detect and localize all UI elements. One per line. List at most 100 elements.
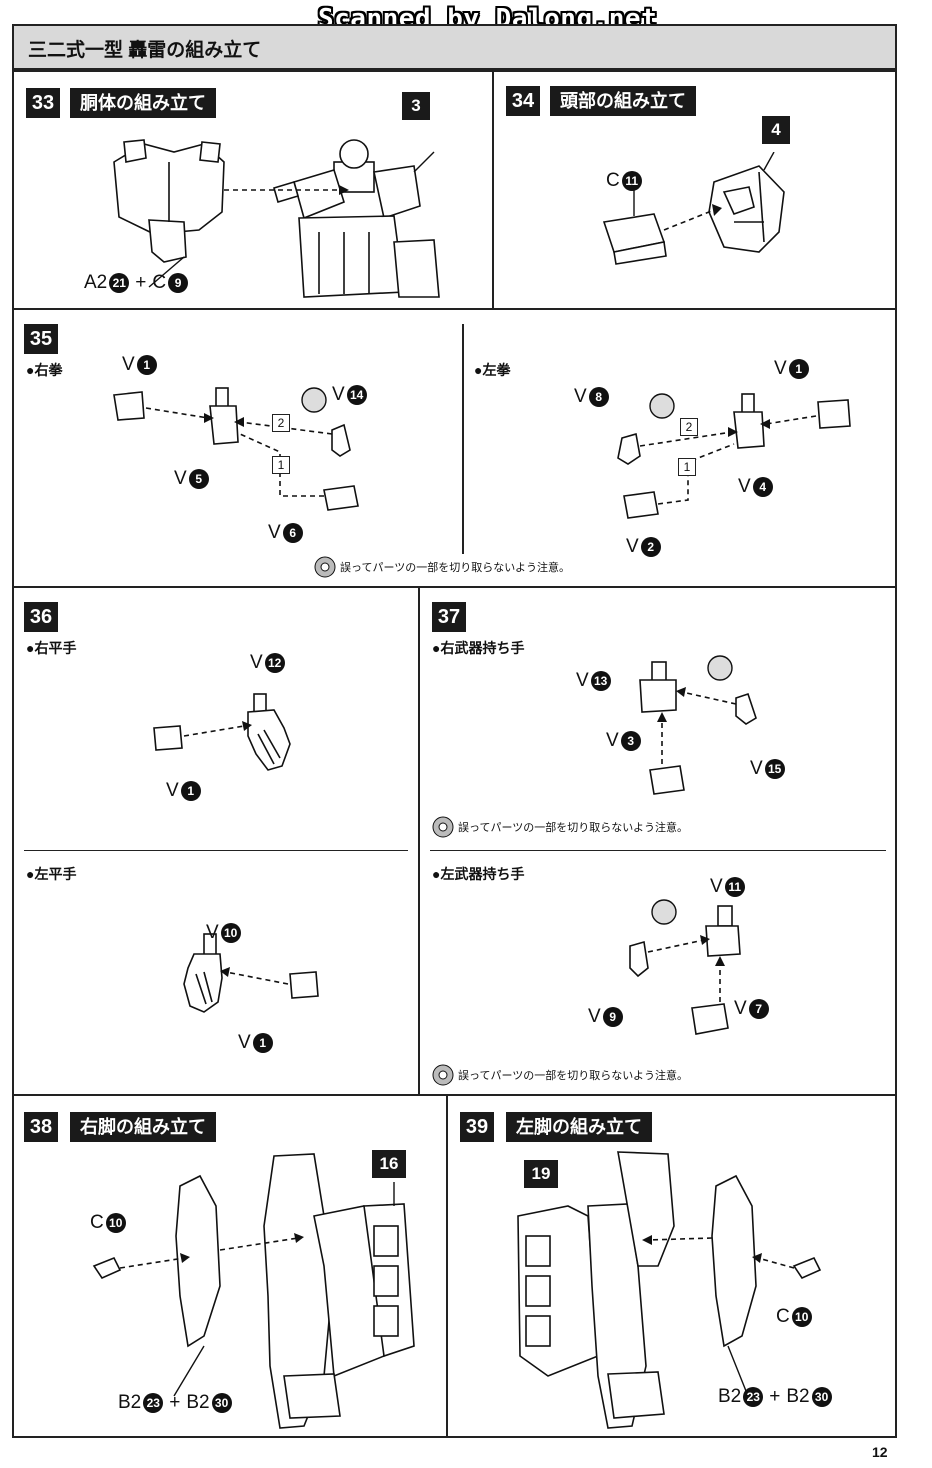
ref-runner-c: C — [776, 1306, 790, 1327]
step-37-caution-left: 誤ってパーツの一部を切り取らないよう注意。 — [432, 1064, 688, 1086]
lf-v2-ref: V 2 — [626, 536, 661, 558]
runner-v: V — [206, 922, 219, 943]
head-assembly-illustration — [602, 152, 785, 265]
part-v14: 14 — [346, 385, 367, 405]
lf-v1-ref: V 1 — [774, 358, 809, 380]
left-fist-illustration — [617, 393, 851, 519]
left-fist-seq-2: 2 — [680, 418, 698, 436]
right-fist-label: ●右拳 — [26, 362, 63, 378]
ref-part-30: 30 — [211, 1393, 232, 1413]
right-fist-illustration — [113, 387, 359, 511]
ref-runner-b2: B2 — [718, 1386, 742, 1407]
header-bar: 三二式一型 轟雷の組み立て — [12, 24, 897, 70]
right-weapon-hand-illustration — [639, 655, 757, 795]
ref-runner-b2: B2 — [186, 1392, 210, 1413]
ref-runner-b2: B2 — [786, 1386, 810, 1407]
step-34-title: 頭部の組み立て — [550, 86, 696, 116]
step-35-panel: 35 ●右拳 ●左拳 2 1 V 1 V 14 V 5 V 6 — [12, 308, 897, 588]
step-34-part-tag: 4 — [762, 116, 790, 144]
part-v1: 1 — [788, 359, 809, 379]
step-38-c-ref: C 10 — [90, 1212, 126, 1234]
ref-runner-a2: A2 — [84, 272, 108, 293]
part-v11: 11 — [724, 877, 745, 897]
ref-part-23: 23 — [143, 1393, 164, 1413]
ref-runner-c: C — [90, 1212, 104, 1233]
step-35-number: 35 — [24, 324, 58, 354]
part-v1: 1 — [136, 355, 157, 375]
right-flat-hand-label: ●右平手 — [26, 640, 77, 656]
step-39-part-tag: 19 — [524, 1160, 558, 1188]
left-weapon-hand-illustration — [629, 899, 741, 1035]
runner-v: V — [774, 358, 787, 379]
plus-sign: + — [169, 1392, 181, 1413]
ref-part-10: 10 — [791, 1307, 812, 1327]
step-37-panel: 37 ●右武器持ち手 ●左武器持ち手 V 13 V 3 V 15 誤ってパーツの… — [418, 586, 897, 1096]
plus-sign: + — [769, 1386, 781, 1407]
runner-v: V — [576, 670, 589, 691]
step-33-panel: 33 胴体の組み立て 3 A2 21 + C 9 — [12, 70, 494, 310]
left-leg-illustration — [517, 1151, 822, 1429]
runner-v: V — [250, 652, 263, 673]
step-36-panel: 36 ●右平手 ●左平手 V 12 V 1 V 10 — [12, 586, 420, 1096]
part-v4: 4 — [752, 477, 773, 497]
step-34-panel: 34 頭部の組み立て 4 C 11 — [492, 70, 897, 310]
left-weapon-hand-label: ●左武器持ち手 — [432, 866, 525, 882]
ref-part-10: 10 — [105, 1213, 126, 1233]
runner-v: V — [332, 384, 345, 405]
lw-v11-ref: V 11 — [710, 876, 745, 898]
step-33-number: 33 — [26, 88, 60, 118]
step-38-part-tag: 16 — [372, 1150, 406, 1178]
step-33-parts-ref: A2 21 + C 9 — [84, 272, 189, 294]
lf-v8-ref: V 8 — [574, 386, 609, 408]
runner-v: V — [710, 876, 723, 897]
rh-v1-ref: V 1 — [166, 780, 201, 802]
step-38-panel: 38 右脚の組み立て 16 C 10 B2 23 + B2 30 — [12, 1094, 448, 1438]
ref-part-11: 11 — [621, 171, 642, 191]
runner-v: V — [574, 386, 587, 407]
rf-v6-ref: V 6 — [268, 522, 303, 544]
left-fist-seq-1: 1 — [678, 458, 696, 476]
rf-v5-ref: V 5 — [174, 468, 209, 490]
right-flat-hand-illustration — [153, 693, 291, 771]
caution-text: 誤ってパーツの一部を切り取らないよう注意。 — [340, 562, 571, 574]
step-36-number: 36 — [24, 602, 58, 632]
part-v1: 1 — [252, 1033, 273, 1053]
runner-v: V — [734, 998, 747, 1019]
runner-v: V — [174, 468, 187, 489]
ref-part-9: 9 — [168, 273, 189, 293]
ref-runner-c: C — [606, 170, 620, 191]
part-v6: 6 — [282, 523, 303, 543]
step-39-title: 左脚の組み立て — [506, 1112, 652, 1142]
lh-v10-ref: V 10 — [206, 922, 241, 944]
step-34-parts-ref: C 11 — [606, 170, 642, 192]
step-34-number: 34 — [506, 86, 540, 116]
runner-v: V — [166, 780, 179, 801]
caution-text: 誤ってパーツの一部を切り取らないよう注意。 — [458, 822, 689, 834]
caution-disc-icon — [314, 556, 336, 578]
ref-part-23: 23 — [743, 1387, 764, 1407]
right-weapon-hand-label: ●右武器持ち手 — [432, 640, 525, 656]
step-37-number: 37 — [432, 602, 466, 632]
step-33-title: 胴体の組み立て — [70, 88, 216, 118]
runner-v: V — [606, 730, 619, 751]
lw-v7-ref: V 7 — [734, 998, 769, 1020]
step-39-b-ref: B2 23 + B2 30 — [718, 1386, 832, 1408]
ref-runner-b2: B2 — [118, 1392, 142, 1413]
step-35-divider — [462, 324, 464, 554]
runner-v: V — [738, 476, 751, 497]
part-v1: 1 — [180, 781, 201, 801]
runner-v: V — [238, 1032, 251, 1053]
plus-sign: + — [135, 272, 147, 293]
runner-v: V — [268, 522, 281, 543]
torso-assembly-illustration — [113, 139, 440, 298]
part-v10: 10 — [220, 923, 241, 943]
part-v9: 9 — [602, 1007, 623, 1027]
part-v7: 7 — [748, 999, 769, 1019]
rf-v1-ref: V 1 — [122, 354, 157, 376]
part-v5: 5 — [188, 469, 209, 489]
part-v12: 12 — [264, 653, 285, 673]
left-fist-label: ●左拳 — [474, 362, 511, 378]
part-v13: 13 — [590, 671, 611, 691]
step-39-panel: 39 左脚の組み立て 19 C 10 B2 23 + B2 30 — [446, 1094, 897, 1438]
caution-disc-icon — [432, 816, 454, 838]
